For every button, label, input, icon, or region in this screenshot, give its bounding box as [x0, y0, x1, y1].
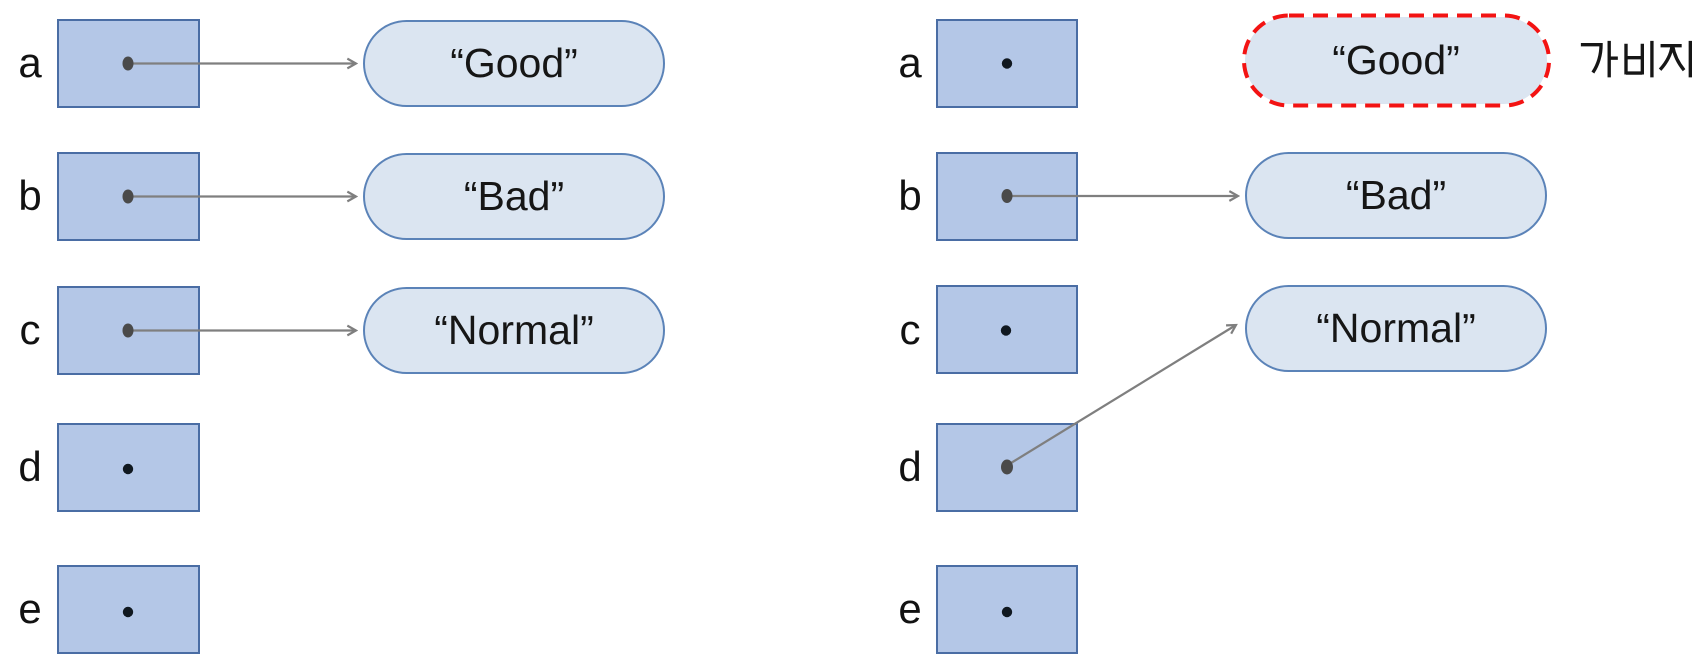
right-var-label-c: c	[899, 306, 921, 353]
right-var-box-d	[936, 423, 1078, 512]
hangul-ji-leg-right	[1670, 45, 1686, 72]
left-var-box-a	[57, 19, 200, 108]
left-var-box-e	[57, 565, 200, 654]
right-string-object-normal: “Normal”	[1245, 285, 1547, 372]
left-var-label-a: a	[18, 39, 42, 86]
left-var-label-b: b	[18, 172, 42, 219]
right-var-label-e: e	[898, 585, 922, 632]
left-var-box-c	[57, 286, 200, 375]
hangul-ji-leg-left	[1658, 45, 1674, 71]
garbage-label: 가비지	[1580, 40, 1693, 78]
left-string-object-bad: “Bad”	[363, 153, 665, 240]
right-string-object-bad: “Bad”	[1245, 152, 1547, 239]
right-var-box-a	[936, 19, 1078, 108]
right-var-box-c	[936, 285, 1078, 374]
hangul-ga	[1580, 43, 1603, 74]
left-var-box-d	[57, 423, 200, 512]
left-var-label-d: d	[18, 443, 42, 490]
left-var-label-c: c	[19, 306, 41, 353]
right-var-label-b: b	[898, 172, 922, 219]
left-var-box-b	[57, 152, 200, 241]
right-var-box-e	[936, 565, 1078, 654]
left-string-object-good: “Good”	[363, 20, 665, 107]
left-string-object-normal: “Normal”	[363, 287, 665, 374]
right-var-label-d: d	[898, 443, 922, 490]
right-var-box-b	[936, 152, 1078, 241]
right-string-object-good-garbage: “Good”	[1245, 17, 1547, 104]
left-var-label-e: e	[18, 585, 42, 632]
right-var-label-a: a	[898, 39, 922, 86]
